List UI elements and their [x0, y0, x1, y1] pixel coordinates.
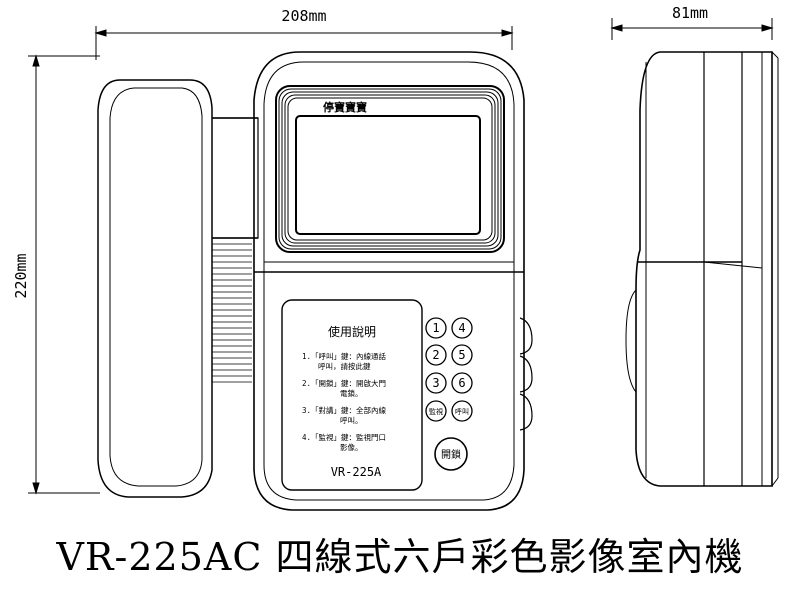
instruction-line: 呼叫。	[340, 415, 363, 425]
instruction-line: 3.「對講」鍵：全部內線	[302, 405, 387, 415]
key-2-button[interactable]	[425, 344, 447, 366]
width-label: 208mm	[281, 7, 326, 25]
instruction-line: 4.「監視」鍵：監視門口	[302, 432, 386, 442]
main-body	[253, 51, 533, 511]
height-label: 220mm	[12, 253, 30, 298]
screen-bezel	[275, 85, 505, 253]
talk-button-label: 呼叫	[455, 407, 469, 416]
key-3-label: 3	[432, 376, 439, 390]
key-4-button[interactable]	[451, 317, 473, 339]
monitor-button[interactable]	[425, 400, 447, 422]
instruction-panel	[281, 299, 423, 491]
width-dimension	[94, 26, 514, 60]
handset	[97, 79, 259, 498]
unlock-button-label: 開鎖	[441, 448, 461, 461]
product-caption: VR-225AC 四線式六戶彩色影像室內機	[56, 535, 744, 579]
model-label: VR-225A	[331, 465, 382, 479]
key-5-label: 5	[458, 348, 465, 362]
instruction-line: 1.「呼叫」鍵：內線通話	[302, 351, 387, 361]
screen-brand-logo: 停寶寶寶	[306, 100, 384, 114]
screen-brand-text: 停寶寶寶	[323, 100, 367, 114]
instruction-line: 影像。	[340, 442, 363, 452]
screen	[295, 115, 481, 235]
instruction-line: 呼叫，請按此鍵	[318, 361, 371, 371]
key-6-label: 6	[458, 376, 465, 390]
key-4-label: 4	[458, 321, 465, 335]
monitor-button-label: 監視	[429, 407, 443, 416]
keypad	[425, 317, 473, 471]
instructions-title: 使用說明	[328, 324, 376, 339]
instruction-line: 2.「開鎖」鍵：開啟大門	[302, 378, 386, 388]
key-5-button[interactable]	[451, 344, 473, 366]
key-2-label: 2	[432, 348, 439, 362]
instruction-line: 電鎖。	[340, 388, 363, 398]
key-1-label: 1	[432, 321, 439, 335]
handset-ribs	[212, 243, 252, 383]
unlock-button[interactable]	[434, 437, 468, 471]
depth-dimension	[610, 18, 774, 40]
key-1-button[interactable]	[425, 317, 447, 339]
key-3-button[interactable]	[425, 372, 447, 394]
depth-label: 81mm	[672, 4, 708, 22]
side-view	[625, 51, 779, 487]
key-6-button[interactable]	[451, 372, 473, 394]
talk-button[interactable]	[451, 400, 473, 422]
height-dimension	[28, 54, 100, 495]
